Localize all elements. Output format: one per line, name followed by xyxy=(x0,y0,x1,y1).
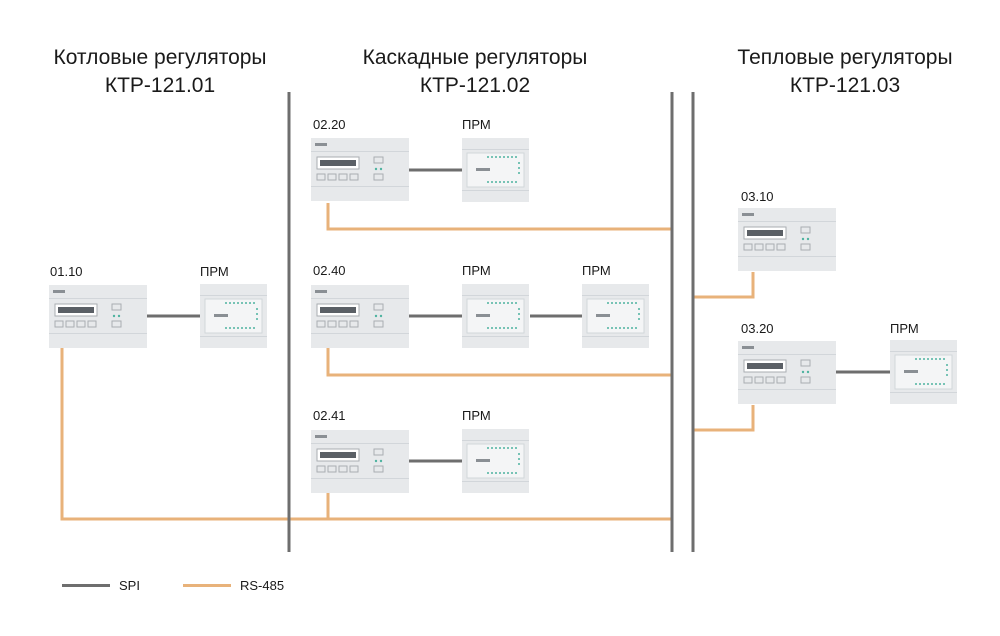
controller-icon xyxy=(311,285,409,348)
rs485-line-02-20 xyxy=(326,203,672,231)
prm-module xyxy=(462,429,529,493)
prm-module-icon xyxy=(462,429,529,493)
rs485-lines xyxy=(60,203,755,521)
device-label-02-20: 02.20 xyxy=(313,117,346,132)
legend-label-rs485: RS-485 xyxy=(240,578,285,593)
prm-module-icon xyxy=(462,284,529,348)
column-subtitle: КТР-121.01 xyxy=(104,74,216,97)
controller-03-20 xyxy=(738,340,836,405)
controller-icon xyxy=(738,341,836,404)
controller-02-40 xyxy=(311,285,409,348)
prm-module-icon xyxy=(890,340,957,404)
device-label-prm: ПРМ xyxy=(462,117,491,132)
column-title-heat: Тепловые регуляторы КТР-121.03 xyxy=(700,44,990,100)
prm-module-icon xyxy=(200,284,267,348)
rs485-line-03-10 xyxy=(693,272,755,299)
legend-swatch-rs485 xyxy=(183,584,231,587)
controller-icon xyxy=(311,430,409,493)
column-title-cascade: Каскадные регуляторы КТР-121.02 xyxy=(330,44,620,100)
device-label-02-40: 02.40 xyxy=(313,263,346,278)
rs485-line-03-20 xyxy=(693,405,755,432)
controller-02-41 xyxy=(311,430,409,493)
device-label-prm: ПРМ xyxy=(582,263,611,278)
column-subtitle: КТР-121.02 xyxy=(419,74,531,97)
device-label-02-41: 02.41 xyxy=(313,408,346,423)
device-label-01-10: 01.10 xyxy=(50,264,83,279)
rs485-line-02-40 xyxy=(326,348,672,377)
column-subtitle: КТР-121.03 xyxy=(789,74,901,97)
column-title: Котловые регуляторы xyxy=(53,46,267,69)
bus-lines xyxy=(287,92,695,552)
device-label-03-20: 03.20 xyxy=(741,321,774,336)
prm-module-icon xyxy=(582,284,649,348)
device-label-prm: ПРМ xyxy=(200,264,229,279)
device-label-prm: ПРМ xyxy=(462,263,491,278)
controller-icon xyxy=(738,208,836,271)
device-label-03-10: 03.10 xyxy=(741,189,774,204)
column-title: Тепловые регуляторы xyxy=(737,46,953,69)
legend-swatch-spi xyxy=(62,584,110,587)
column-title-boiler: Котловые регуляторы КТР-121.01 xyxy=(20,44,300,100)
prm-module xyxy=(462,284,529,348)
controller-01-10 xyxy=(49,285,147,348)
column-title: Каскадные регуляторы xyxy=(362,46,588,69)
controller-icon xyxy=(49,285,147,348)
prm-module-icon xyxy=(462,138,529,202)
controller-icon xyxy=(311,138,409,201)
rs485-line-01-10 xyxy=(60,348,672,521)
controller-03-10 xyxy=(738,207,836,272)
prm-module xyxy=(890,340,957,404)
prm-module xyxy=(462,138,529,202)
spi-lines xyxy=(147,168,890,463)
device-label-prm: ПРМ xyxy=(890,321,919,336)
controller-02-20 xyxy=(311,138,409,201)
device-label-prm: ПРМ xyxy=(462,408,491,423)
prm-module xyxy=(582,284,649,348)
prm-module xyxy=(200,284,267,348)
legend-label-spi: SPI xyxy=(119,578,140,593)
